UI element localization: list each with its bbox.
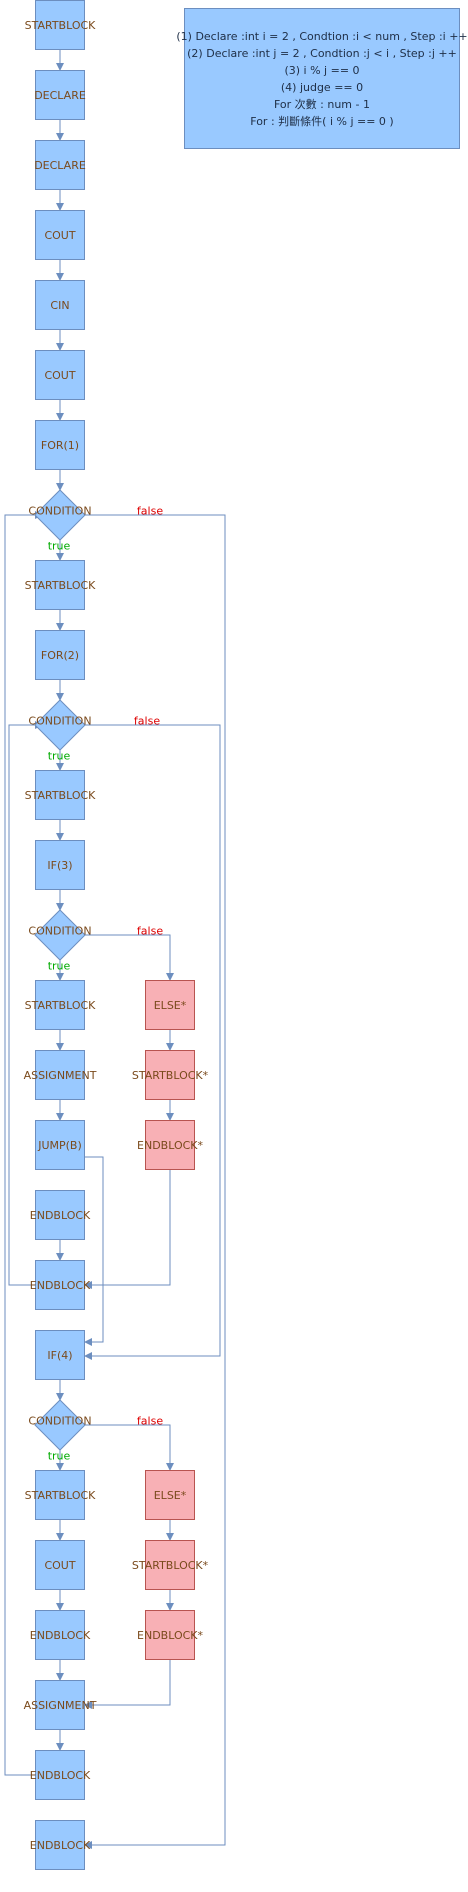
legend-line: For : 判斷條件( i % j == 0 ) <box>250 114 394 128</box>
startblock-node: STARTBLOCK <box>25 0 95 50</box>
false-label: false <box>133 714 161 728</box>
assignment-node: ASSIGNMENT <box>24 1680 96 1730</box>
condition-diamond <box>34 699 86 751</box>
condition-label: CONDITION <box>28 1414 92 1428</box>
cout-node: COUT <box>35 350 85 400</box>
condition-diamond <box>34 909 86 961</box>
false-label: false <box>136 1414 164 1428</box>
else-node: ELSE* <box>145 980 195 1030</box>
startblock-node: STARTBLOCK <box>25 1470 95 1520</box>
jump-node: JUMP(B) <box>35 1120 85 1170</box>
true-label: true <box>47 749 71 763</box>
else-endblock-node: ENDBLOCK* <box>137 1120 203 1170</box>
condition-label: CONDITION <box>28 714 92 728</box>
startblock-node: STARTBLOCK <box>25 980 95 1030</box>
else-endblock-node: ENDBLOCK* <box>137 1610 203 1660</box>
cin-node: CIN <box>35 280 85 330</box>
condition-label: CONDITION <box>28 924 92 938</box>
legend-box: (1) Declare :int i = 2 , Condtion :i < n… <box>176 8 468 149</box>
endblock-node: ENDBLOCK <box>30 1750 90 1800</box>
condition-diamond <box>34 1399 86 1451</box>
else-startblock-node: STARTBLOCK* <box>132 1050 208 1100</box>
startblock-node: STARTBLOCK <box>25 560 95 610</box>
true-label: true <box>47 539 71 553</box>
else-node: ELSE* <box>145 1470 195 1520</box>
legend-line: (3) i % j == 0 <box>284 63 360 77</box>
condition-diamond <box>34 489 86 541</box>
else-startblock-node: STARTBLOCK* <box>132 1540 208 1590</box>
endblock-node: ENDBLOCK <box>30 1260 90 1310</box>
legend-line: (1) Declare :int i = 2 , Condtion :i < n… <box>176 29 468 43</box>
true-label: true <box>47 1449 71 1463</box>
if-node: IF(4) <box>35 1330 85 1380</box>
cout-node: COUT <box>35 1540 85 1590</box>
assignment-node: ASSIGNMENT <box>24 1050 96 1100</box>
endblock-node: ENDBLOCK <box>30 1820 90 1870</box>
declare-node: DECLARE <box>34 70 86 120</box>
cout-node: COUT <box>35 210 85 260</box>
endblock-node: ENDBLOCK <box>30 1610 90 1660</box>
false-label: false <box>136 924 164 938</box>
for-node: FOR(2) <box>35 630 85 680</box>
declare-node: DECLARE <box>34 140 86 190</box>
legend-line: For 次數 : num - 1 <box>273 97 370 111</box>
legend-line: (2) Declare :int j = 2 , Condtion :j < i… <box>187 46 457 60</box>
condition-label: CONDITION <box>28 504 92 518</box>
legend-line: (4) judge == 0 <box>280 80 364 94</box>
for-node: FOR(1) <box>35 420 85 470</box>
if-node: IF(3) <box>35 840 85 890</box>
endblock-node: ENDBLOCK <box>30 1190 90 1240</box>
false-label: false <box>136 504 164 518</box>
startblock-node: STARTBLOCK <box>25 770 95 820</box>
true-label: true <box>47 959 71 973</box>
